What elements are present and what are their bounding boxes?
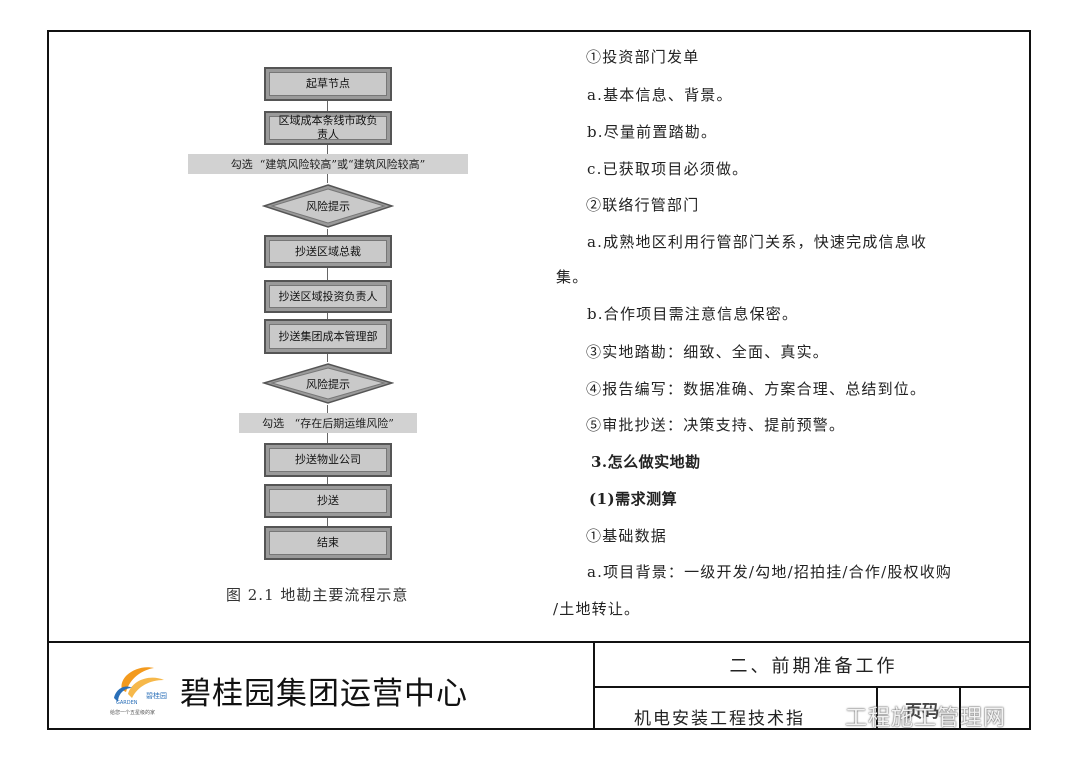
flow-connector [327, 101, 328, 111]
diamond-shape [262, 184, 394, 228]
footer-divider [47, 641, 1031, 643]
svg-text:给您一个五星级的家: 给您一个五星级的家 [110, 709, 155, 716]
flow-connector [327, 268, 328, 280]
wechat-icon [815, 706, 839, 726]
text-line: c.已获取项目必须做。 [587, 160, 749, 178]
flow-node-municipal-owner: 区域成本条线市政负责人 [264, 111, 392, 145]
flow-node-regional-investment: 抄送区域投资负责人 [264, 280, 392, 313]
flow-node-start: 起草节点 [264, 67, 392, 101]
footer-row-divider [593, 686, 1031, 688]
flow-option-band-2: 勾选 “存在后期运维风险” [239, 413, 417, 433]
footer-page-left-line [876, 686, 878, 730]
flow-connector [327, 477, 328, 484]
flow-connector [327, 229, 328, 235]
watermark-text: 工程施工管理网 [845, 706, 1007, 731]
book-title: 机电安装工程技术指 [634, 709, 805, 729]
flow-decision-label: 风险提示 [306, 200, 350, 213]
section-heading: 3.怎么做实地勘 [591, 453, 701, 471]
flow-option-band-1: 勾选 “建筑风险较高”或“建筑风险较高” [188, 154, 468, 174]
flow-node-label: 抄送区域投资负责人 [278, 289, 378, 303]
text-line: ③实地踏勘：细致、全面、真实。 [586, 343, 830, 361]
flow-decision-label: 风险提示 [306, 378, 350, 391]
page-frame [47, 30, 1031, 730]
flow-node-label: 抄送物业公司 [295, 453, 361, 466]
logo-mark: 碧桂园 GARDEN 给您一个五星级的家 [110, 667, 167, 716]
text-line: a.成熟地区利用行管部门关系，快速完成信息收 [587, 233, 928, 251]
svg-text:碧桂园: 碧桂园 [146, 691, 167, 700]
flow-node-label: 抄送 [317, 494, 339, 507]
flow-node-end: 结束 [264, 526, 392, 560]
text-line: a.基本信息、背景。 [587, 86, 733, 104]
flow-band-label: 勾选 “建筑风险较高”或“建筑风险较高” [230, 158, 426, 171]
text-line: ④报告编写：数据准确、方案合理、总结到位。 [586, 380, 927, 398]
flow-node-label: 结束 [317, 536, 339, 549]
text-line: ②联络行管部门 [586, 196, 700, 214]
diamond-shape [262, 363, 394, 404]
flow-node-regional-president: 抄送区域总裁 [264, 235, 392, 268]
flow-node-label: 抄送区域总裁 [295, 244, 361, 258]
flow-decision-risk-1: 风险提示 [262, 183, 394, 229]
company-logo: 碧桂园 GARDEN 给您一个五星级的家 [108, 658, 174, 718]
svg-text:GARDEN: GARDEN [116, 700, 138, 706]
flow-node-cc: 抄送 [264, 484, 392, 518]
text-line: b.尽量前置踏勘。 [587, 123, 718, 141]
figure-caption: 图 2.1 地勘主要流程示意 [226, 586, 409, 604]
text-line: b.合作项目需注意信息保密。 [587, 305, 799, 323]
flow-node-label: 区域成本条线市政负责人 [278, 114, 378, 141]
text-line: 集。 [556, 268, 589, 286]
flow-connector [327, 313, 328, 319]
flow-decision-risk-2: 风险提示 [262, 362, 394, 405]
flow-node-label: 抄送集团成本管理部 [278, 329, 378, 343]
flow-connector [327, 518, 328, 526]
subsection-heading: (1)需求测算 [589, 490, 678, 508]
footer-page-right-line [959, 686, 961, 730]
page-number: 页码 [905, 701, 939, 722]
flow-node-property-company: 抄送物业公司 [264, 443, 392, 477]
flow-node-label: 起草节点 [306, 77, 350, 90]
text-line: ①基础数据 [586, 527, 668, 545]
watermark: 工程施工管理网 [815, 700, 1006, 732]
flow-band-label: 勾选 “存在后期运维风险” [262, 417, 394, 430]
footer-split-line [593, 641, 595, 730]
text-line: a.项目背景：一级开发/勾地/招拍挂/合作/股权收购 [587, 563, 953, 581]
company-name: 碧桂园集团运营中心 [180, 676, 468, 712]
text-line: ①投资部门发单 [586, 48, 700, 66]
chapter-title: 二、前期准备工作 [729, 656, 898, 677]
text-line: ⑤审批抄送：决策支持、提前预警。 [586, 416, 846, 434]
flow-node-group-cost-dept: 抄送集团成本管理部 [264, 319, 392, 354]
flow-connector [327, 354, 328, 362]
text-line: /土地转让。 [553, 600, 641, 618]
